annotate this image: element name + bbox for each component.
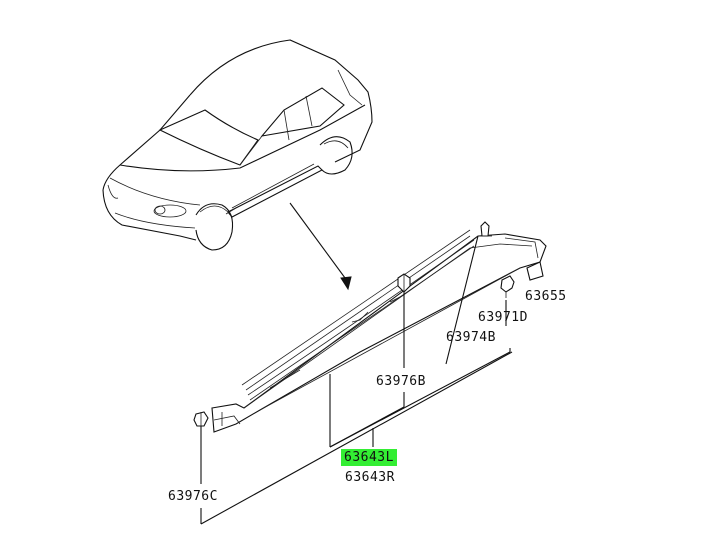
clip-63655 bbox=[526, 261, 544, 281]
clip-63974B bbox=[478, 221, 492, 237]
side-sill-garnish bbox=[211, 229, 547, 433]
vehicle-illustration bbox=[102, 39, 373, 251]
part-label-63976C[interactable]: 63976C bbox=[168, 489, 218, 504]
part-label-63976B[interactable]: 63976B bbox=[376, 374, 426, 389]
part-label-63655[interactable]: 63655 bbox=[525, 289, 567, 304]
clip-63976B bbox=[397, 273, 411, 293]
pointer-arrow bbox=[289, 202, 352, 291]
clip-63971D bbox=[500, 275, 515, 298]
leader-lines bbox=[200, 235, 513, 525]
part-label-63974B[interactable]: 63974B bbox=[446, 330, 496, 345]
part-label-63971D[interactable]: 63971D bbox=[478, 310, 528, 325]
part-label-63643R[interactable]: 63643R bbox=[345, 470, 395, 485]
clip-63976C bbox=[193, 411, 209, 427]
part-label-63643L[interactable]: 63643L bbox=[341, 449, 397, 466]
